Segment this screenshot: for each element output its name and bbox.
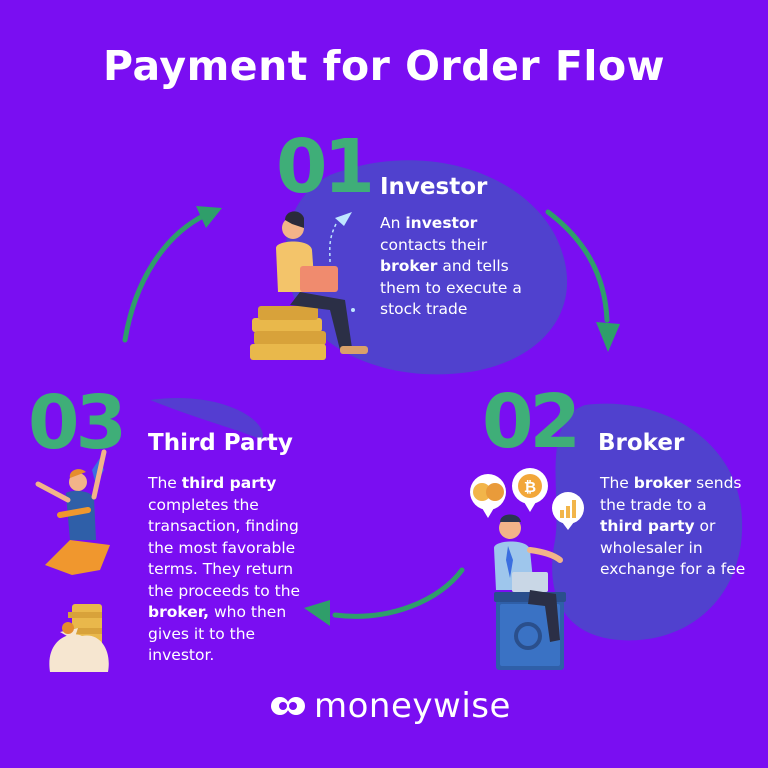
chart-bubble-icon — [552, 492, 584, 530]
step-text-third-party: The third party completes the transactio… — [148, 473, 308, 667]
step-text-investor: An investor contacts their broker and te… — [380, 213, 528, 321]
investor-blob — [285, 160, 568, 375]
bold-term: investor — [405, 214, 478, 232]
arrow-broker-to-third — [332, 567, 465, 619]
step-heading-broker: Broker — [598, 430, 685, 456]
svg-text:₿: ₿ — [524, 478, 536, 496]
bold-term: third party — [181, 474, 277, 492]
text-run: The — [148, 474, 182, 492]
bold-term: broker — [380, 257, 438, 275]
broker-illustration — [494, 514, 566, 670]
text-run: contacts their — [380, 235, 488, 254]
third-party-blob — [150, 398, 263, 440]
arrow-third-to-investor — [122, 212, 208, 343]
bitcoin-bubble-icon: ₿ — [512, 468, 548, 512]
yen-euro-bubble-icon — [470, 474, 506, 518]
bold-term: broker — [633, 474, 692, 492]
step-heading-investor: Investor — [380, 174, 488, 200]
arrow-head-2 — [596, 322, 620, 352]
text-run: An — [380, 214, 406, 232]
page-title: Payment for Order Flow — [103, 42, 665, 90]
text-run: and tells them to execute a stock trade — [380, 257, 522, 318]
text-run: who then gives it to the investor. — [148, 603, 287, 664]
text-run: or wholesaler in exchange for a fee — [600, 517, 746, 578]
bold-term: broker, — [148, 603, 210, 621]
paper-plane-icon — [335, 212, 352, 226]
step-number-02: 02 — [482, 379, 581, 465]
bold-term: third party — [600, 517, 695, 535]
moneywise-logo: moneywise — [270, 686, 511, 726]
text-run: The — [600, 474, 634, 492]
moneywise-logo-icon — [271, 697, 305, 715]
text-run: completes the transaction, finding the m… — [148, 495, 301, 600]
third-party-illustration — [35, 449, 110, 672]
investor-illustration — [250, 211, 368, 360]
arrow-head-1 — [196, 206, 222, 228]
arrow-investor-to-broker — [545, 209, 610, 323]
step-number-03: 03 — [28, 380, 127, 466]
arrow-head-3 — [304, 600, 330, 626]
text-run: sends the trade to a — [600, 474, 742, 514]
broker-blob — [552, 403, 743, 641]
step-text-broker: The broker sends the trade to a third pa… — [600, 473, 750, 581]
step-number-01: 01 — [276, 124, 375, 210]
moneywise-logo-text: moneywise — [314, 686, 511, 726]
step-heading-third-party: Third Party — [148, 430, 293, 456]
